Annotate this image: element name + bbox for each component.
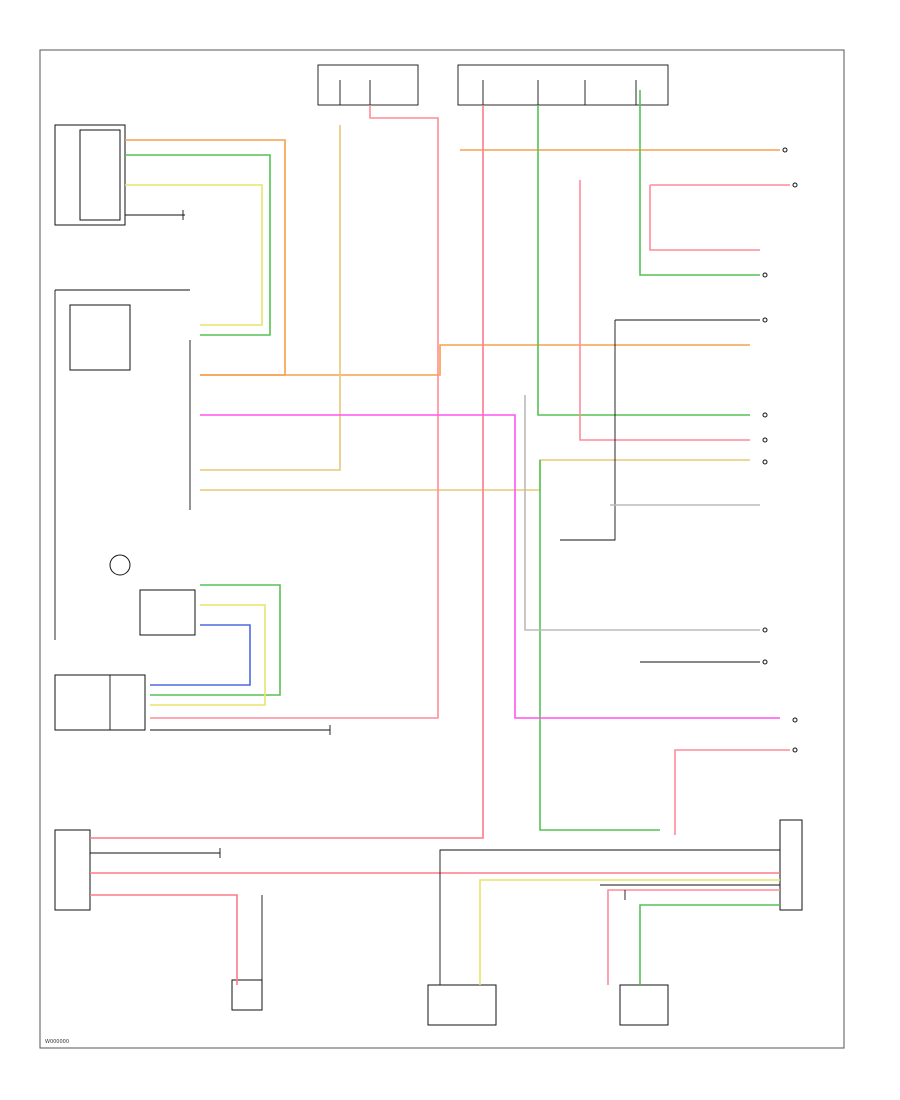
component-right-connector (779, 819, 803, 911)
component-blend-door-actuator (427, 984, 497, 1026)
wire-red-low (90, 894, 238, 985)
wire-green-lower (150, 584, 281, 696)
ground-symbol (182, 210, 626, 900)
component-climate-module (54, 674, 146, 731)
diagram-frame (39, 49, 845, 1049)
wire-green-vertical (539, 460, 660, 831)
component-blower-module (54, 829, 263, 1011)
wire-tan-2 (200, 459, 750, 491)
component-recirc-motor (54, 124, 126, 226)
footer-code: W000000 (45, 1039, 69, 1045)
wire-green-pink (639, 90, 760, 276)
wire-yellow-lower (150, 604, 266, 706)
wire-black-7 (439, 849, 780, 985)
wire-blue (150, 624, 251, 686)
wire-pink-bottom-right (674, 749, 790, 835)
switch-contacts (762, 147, 798, 753)
wire-gray-1 (524, 395, 760, 631)
wire-orange-top (125, 139, 286, 376)
wire-orange-sub (200, 344, 750, 376)
wire-pink-right-lower (579, 180, 750, 441)
wire-yellow-top (125, 184, 263, 326)
wire-yellow-bottom (479, 879, 780, 985)
wire-magenta (200, 414, 780, 719)
wire-green-right (537, 105, 750, 416)
fuse-block-right (457, 64, 669, 106)
wire-tan-1 (200, 125, 341, 471)
fuse-block-left (317, 64, 419, 106)
wire-pink-top (150, 105, 439, 719)
wire-red-long (90, 105, 484, 839)
component-control-panel (54, 289, 196, 640)
component-mode-door-actuator (619, 984, 669, 1026)
wire-pink-bottom-2 (607, 889, 780, 985)
wire-green-bottom (639, 904, 780, 985)
wire-black-5 (560, 320, 616, 541)
wire-pink-sub (649, 185, 760, 251)
wire-green-top (125, 154, 271, 336)
